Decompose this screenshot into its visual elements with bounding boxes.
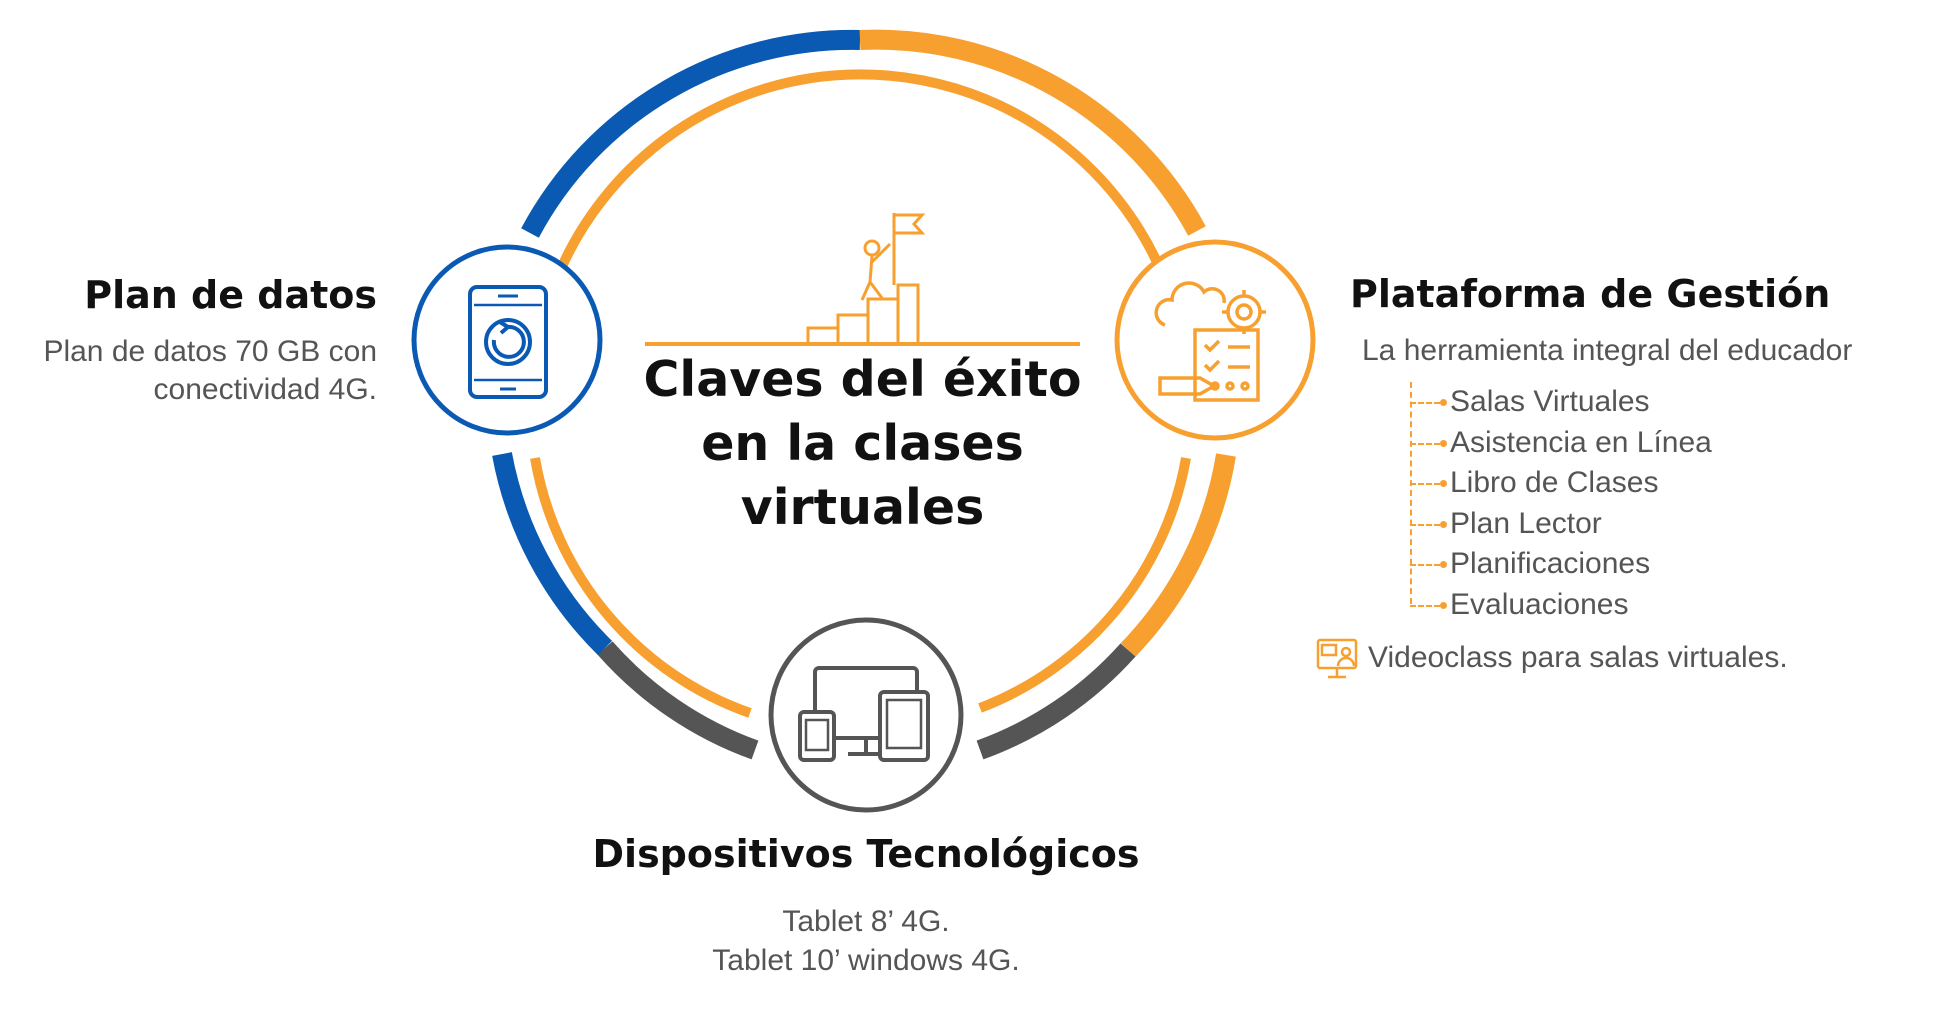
list-item: Evaluaciones xyxy=(1410,585,1712,626)
list-item: Asistencia en Línea xyxy=(1410,423,1712,464)
outer-ring-gray-right xyxy=(976,643,1136,760)
plataforma-feature-list: Salas Virtuales Asistencia en Línea Libr… xyxy=(1410,382,1712,625)
list-item-label: Plan Lector xyxy=(1450,506,1602,540)
outer-ring-orange-right xyxy=(1120,453,1236,657)
dispositivos-title: Dispositivos Tecnológicos xyxy=(592,832,1140,876)
plan-datos-desc-line-2: conectividad 4G. xyxy=(153,373,377,406)
dispositivos-desc-line-2: Tablet 10’ windows 4G. xyxy=(712,944,1020,977)
inner-ring-orange-top xyxy=(550,69,1171,285)
list-item-label: Planificaciones xyxy=(1450,547,1651,580)
list-item: Salas Virtuales xyxy=(1410,382,1712,423)
devices-icon xyxy=(798,666,930,762)
outer-ring-gray-left xyxy=(597,641,759,760)
list-item: Plan Lector xyxy=(1410,504,1712,545)
tree-stem xyxy=(1410,382,1412,604)
dispositivos-desc-line-1: Tablet 8’ 4G. xyxy=(782,905,950,938)
climber-flag-icon xyxy=(645,213,1080,346)
plan-datos-desc-line-1: Plan de datos 70 GB con xyxy=(43,335,377,368)
outer-ring-blue-top xyxy=(521,29,861,238)
phone-refresh-icon xyxy=(468,285,548,399)
videoclass-icon-slot xyxy=(1318,638,1358,678)
plataforma-node xyxy=(1114,239,1316,441)
inner-ring-orange-bottom-right xyxy=(978,457,1191,713)
plataforma-subtitle: La herramienta integral del educador xyxy=(1362,334,1853,367)
center-title: Claves del éxito en la clases virtuales xyxy=(600,348,1125,540)
center-title-line-1: Claves del éxito xyxy=(643,351,1082,408)
plan-datos-title: Plan de datos xyxy=(84,273,377,317)
inner-ring-orange-bottom-left xyxy=(530,457,752,718)
outer-ring-orange-top xyxy=(859,29,1206,236)
videoclass-row: Videoclass para salas virtuales. xyxy=(1318,638,1788,678)
list-item: Libro de Clases xyxy=(1410,463,1712,504)
list-item-label: Salas Virtuales xyxy=(1450,385,1650,418)
videoclass-text: Videoclass para salas virtuales. xyxy=(1368,641,1788,674)
management-platform-icon xyxy=(1154,281,1266,402)
list-item-label: Libro de Clases xyxy=(1450,466,1659,499)
list-item-label: Evaluaciones xyxy=(1450,587,1629,621)
list-item: Planificaciones xyxy=(1410,544,1712,585)
plan-datos-node xyxy=(411,244,603,436)
center-title-line-2: en la clases xyxy=(701,415,1024,472)
list-item-label: Asistencia en Línea xyxy=(1450,425,1712,459)
videoconference-icon xyxy=(1316,638,1358,679)
outer-ring-blue-left xyxy=(492,452,613,656)
plataforma-title: Plataforma de Gestión xyxy=(1350,272,1831,316)
center-title-line-3: virtuales xyxy=(740,479,985,536)
